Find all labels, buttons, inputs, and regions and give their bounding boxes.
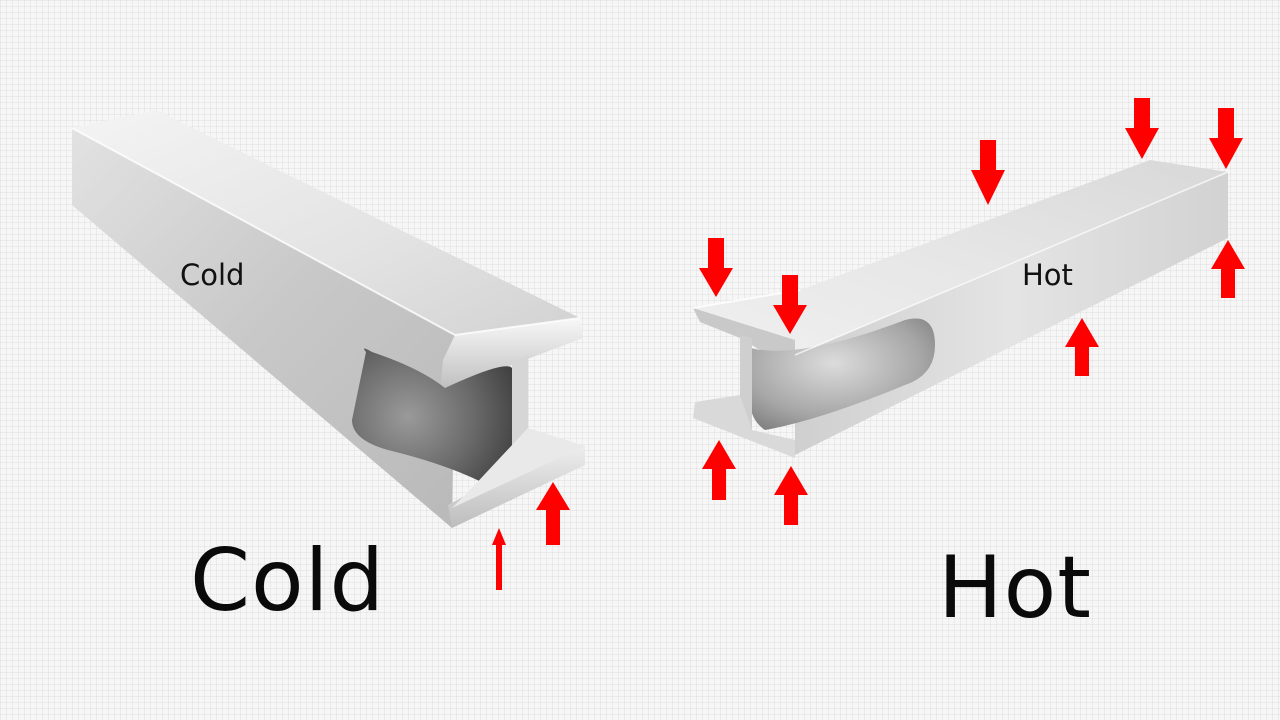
cold-beam-cavity xyxy=(352,348,512,500)
hot-beam-top-face xyxy=(693,160,1228,355)
cold-beam xyxy=(71,110,585,528)
hot-down-arrow-1 xyxy=(699,238,733,297)
hot-up-arrow-3 xyxy=(1065,318,1099,376)
cold-caption: Cold xyxy=(190,531,386,631)
cold-up-arrow-large xyxy=(536,482,570,545)
cold-beam-label: Cold xyxy=(180,258,244,292)
hot-caption: Hot xyxy=(938,538,1093,638)
hot-beam-cavity xyxy=(750,318,935,430)
cold-up-arrow-small xyxy=(492,528,506,590)
cold-beam-top-face xyxy=(72,110,580,335)
hot-up-arrow-2 xyxy=(774,466,808,525)
hot-down-arrow-2 xyxy=(773,275,807,334)
hot-beam xyxy=(692,160,1229,458)
hot-force-arrows xyxy=(699,98,1245,525)
hot-beam-top-flange-edge xyxy=(693,308,795,358)
cold-force-arrows xyxy=(492,482,570,590)
hot-down-arrow-4 xyxy=(1125,98,1159,159)
hot-up-arrow-1 xyxy=(702,440,736,500)
hot-beam-bottom-flange xyxy=(693,395,795,458)
hot-down-arrow-3 xyxy=(971,140,1005,205)
cold-beam-bottom-flange-top xyxy=(452,428,585,508)
hot-down-arrow-5 xyxy=(1209,108,1243,169)
cold-beam-top-flange-edge xyxy=(440,318,583,392)
hot-up-arrow-4 xyxy=(1211,240,1245,298)
hot-beam-label: Hot xyxy=(1022,258,1073,292)
